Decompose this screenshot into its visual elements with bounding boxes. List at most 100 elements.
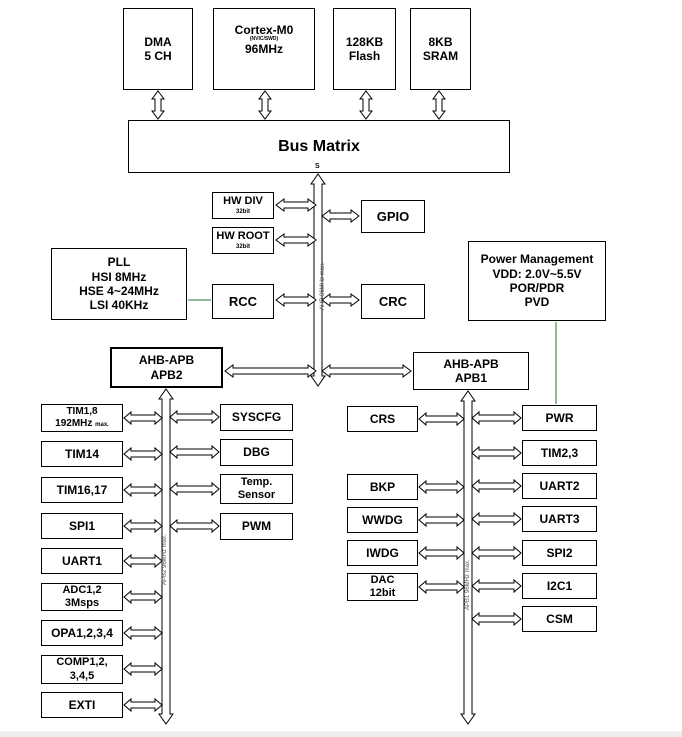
- flash-size: 128KB: [345, 35, 384, 49]
- pll-hse: HSE 4~24MHz: [79, 284, 159, 298]
- apb1-trunk-arrow: [460, 390, 476, 725]
- bkp-label: BKP: [369, 479, 396, 494]
- crc-label: CRC: [378, 293, 408, 309]
- apb2-label: APB2: [150, 367, 183, 382]
- opa-link: [123, 625, 163, 641]
- crs-block: CRS: [347, 406, 418, 432]
- dma-label: DMA: [144, 35, 172, 49]
- bus-matrix-block: Bus Matrix: [128, 120, 510, 173]
- comp-link: [123, 661, 163, 677]
- pll-block: PLL HSI 8MHz HSE 4~24MHz LSI 40KHz: [51, 248, 187, 320]
- sram-bus-arrow: [432, 90, 446, 120]
- iwdg-block: IWDG: [347, 540, 418, 566]
- dma-block: DMA 5 CH: [123, 8, 193, 90]
- tim14-block: TIM14: [41, 441, 123, 467]
- comp-label-2: 3,4,5: [69, 669, 95, 682]
- tim14-link: [123, 446, 163, 462]
- uart3-label: UART3: [539, 511, 580, 526]
- spi2-block: SPI2: [522, 540, 597, 566]
- hw-root-block: HW ROOT 32bit: [212, 227, 274, 254]
- pwr-label: PWR: [545, 410, 574, 425]
- cortex-label: Cortex-M0: [234, 23, 294, 37]
- tim1-8-block: TIM1,8 192MHz max.: [41, 404, 123, 432]
- crc-link: [321, 293, 360, 307]
- spi2-label: SPI2: [546, 545, 573, 560]
- pwm-label: PWM: [241, 519, 272, 534]
- adc-label: ADC1,2: [62, 583, 102, 596]
- apb1-link: [321, 364, 412, 378]
- hw-div-link: [275, 198, 317, 212]
- exti-label: EXTI: [68, 697, 96, 712]
- hw-root-link: [275, 233, 317, 247]
- pwm-link: [169, 518, 220, 534]
- temp-sensor-link: [169, 481, 220, 497]
- exti-block: EXTI: [41, 692, 123, 718]
- iwdg-link: [418, 545, 465, 561]
- dac-block: DAC 12bit: [347, 573, 418, 601]
- tim16-17-link: [123, 482, 163, 498]
- bus-matrix-label: Bus Matrix: [278, 137, 360, 155]
- apb2-bridge-label: AHB-APB: [138, 353, 195, 368]
- flash-bus-arrow: [359, 90, 373, 120]
- hw-div-width: 32bit: [235, 208, 250, 215]
- spi1-block: SPI1: [41, 513, 123, 539]
- tim2-3-label: TIM2,3: [540, 445, 579, 460]
- power-title: Power Management: [480, 252, 594, 267]
- pll-label: PLL: [107, 255, 131, 270]
- syscfg-label: SYSCFG: [231, 410, 282, 425]
- ahb-trunk-arrow: [310, 173, 326, 387]
- pll-hsi: HSI 8MHz: [91, 269, 147, 284]
- i2c1-link: [471, 578, 522, 594]
- ahb-apb1-bridge: AHB-APB APB1: [413, 352, 529, 390]
- cortex-freq: 96MHz: [244, 42, 283, 57]
- pwm-block: PWM: [220, 513, 293, 540]
- i2c1-label: I2C1: [546, 578, 573, 593]
- adc-link: [123, 589, 163, 605]
- pwr-link: [471, 410, 522, 426]
- tim16-17-block: TIM16,17: [41, 477, 123, 503]
- uart1-label: UART1: [61, 553, 102, 568]
- tim16-17-label: TIM16,17: [56, 482, 108, 497]
- exti-link: [123, 697, 163, 713]
- dbg-block: DBG: [220, 439, 293, 466]
- uart2-link: [471, 478, 522, 494]
- syscfg-block: SYSCFG: [220, 404, 293, 431]
- uart1-block: UART1: [41, 548, 123, 574]
- gpio-label: GPIO: [376, 208, 410, 224]
- bottom-strip: [0, 731, 682, 737]
- crs-link: [418, 411, 465, 427]
- sram-block: 8KB SRAM: [410, 8, 471, 90]
- apb2-trunk-arrow: [158, 388, 174, 725]
- hw-root-label: HW ROOT: [216, 230, 270, 243]
- apb2-link: [224, 364, 317, 378]
- ahb-bus-label: AHB 96MHz max.: [320, 262, 326, 310]
- flash-label: Flash: [348, 49, 381, 64]
- spi2-link: [471, 545, 522, 561]
- temp-label-1: Temp.: [240, 475, 273, 488]
- port-s-bus: S: [315, 163, 320, 170]
- uart2-label: UART2: [539, 478, 580, 493]
- comp-label-1: COMP1,2,: [56, 656, 108, 669]
- ahb-apb2-bridge: AHB-APB APB2: [110, 347, 223, 388]
- uart2-block: UART2: [522, 473, 597, 499]
- crs-label: CRS: [369, 411, 396, 426]
- power-management-block: Power Management VDD: 2.0V~5.5V POR/PDR …: [468, 241, 606, 321]
- adc-rate: 3Msps: [64, 597, 100, 609]
- gpio-link: [321, 209, 360, 223]
- hw-div-label: HW DIV: [223, 195, 263, 208]
- uart3-link: [471, 511, 522, 527]
- opa-block: OPA1,2,3,4: [41, 620, 123, 646]
- csm-block: CSM: [522, 606, 597, 632]
- uart3-block: UART3: [522, 506, 597, 532]
- rcc-link: [275, 293, 317, 307]
- sram-size: 8KB: [428, 35, 453, 49]
- temp-label-2: Sensor: [237, 489, 276, 501]
- csm-label: CSM: [546, 611, 573, 626]
- wwdg-label: WWDG: [362, 512, 403, 527]
- spi1-link: [123, 518, 163, 534]
- bkp-link: [418, 479, 465, 495]
- opa-label: OPA1,2,3,4: [51, 625, 113, 640]
- rcc-label: RCC: [228, 293, 258, 309]
